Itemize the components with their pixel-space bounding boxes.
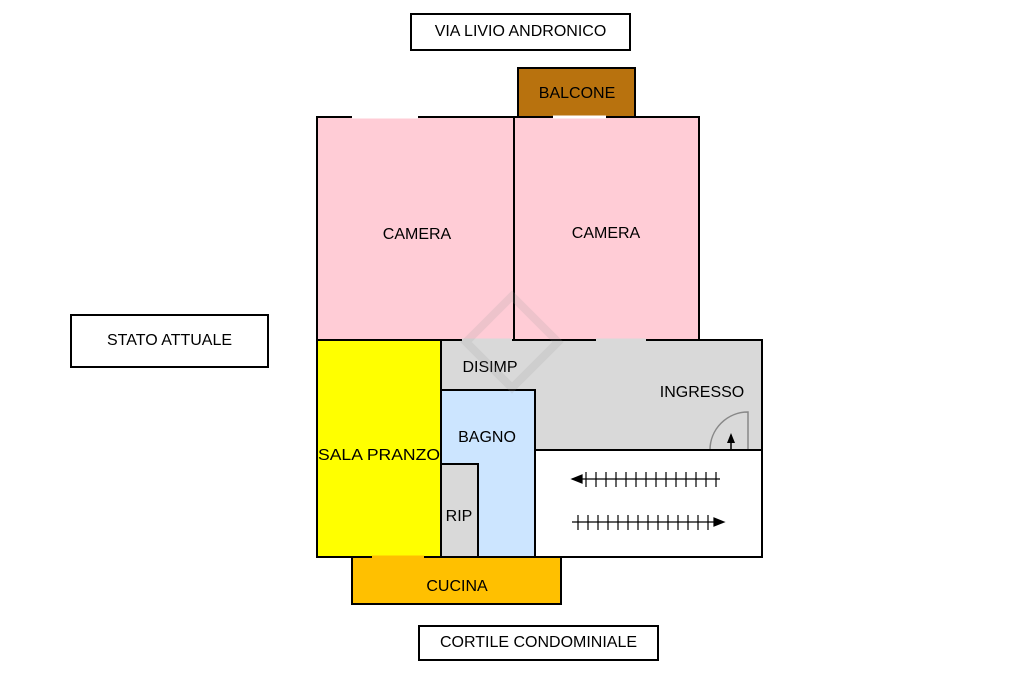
status-label: STATO ATTUALE [70, 314, 269, 368]
dining-area [316, 339, 442, 558]
bedroom-left-label: CAMERA [383, 226, 452, 243]
balcony-label: BALCONE [539, 85, 615, 102]
dining-label: SALA PRANZO [318, 447, 440, 464]
stairwell-area [534, 449, 763, 558]
storage-area [440, 463, 479, 558]
bedroom-right-area [513, 116, 700, 341]
street-label: VIA LIVIO ANDRONICO [410, 13, 631, 51]
kitchen-area [351, 556, 562, 605]
storage-label: RIP [446, 508, 473, 525]
entrance-label: INGRESSO [660, 384, 744, 401]
door-swing-icon [709, 411, 749, 451]
kitchen-label: CUCINA [426, 578, 488, 595]
entry-arrow-icon [727, 433, 735, 443]
watermark-logo [460, 290, 564, 394]
stairs-down-icon [570, 472, 720, 487]
bedroom-right-label: CAMERA [572, 225, 641, 242]
bathroom-label: BAGNO [458, 429, 516, 446]
courtyard-label: CORTILE CONDOMINIALE [418, 625, 659, 661]
balcony-area [517, 67, 636, 118]
hallway-label: DISIMP [462, 359, 517, 376]
stairs-up-icon [572, 515, 726, 530]
